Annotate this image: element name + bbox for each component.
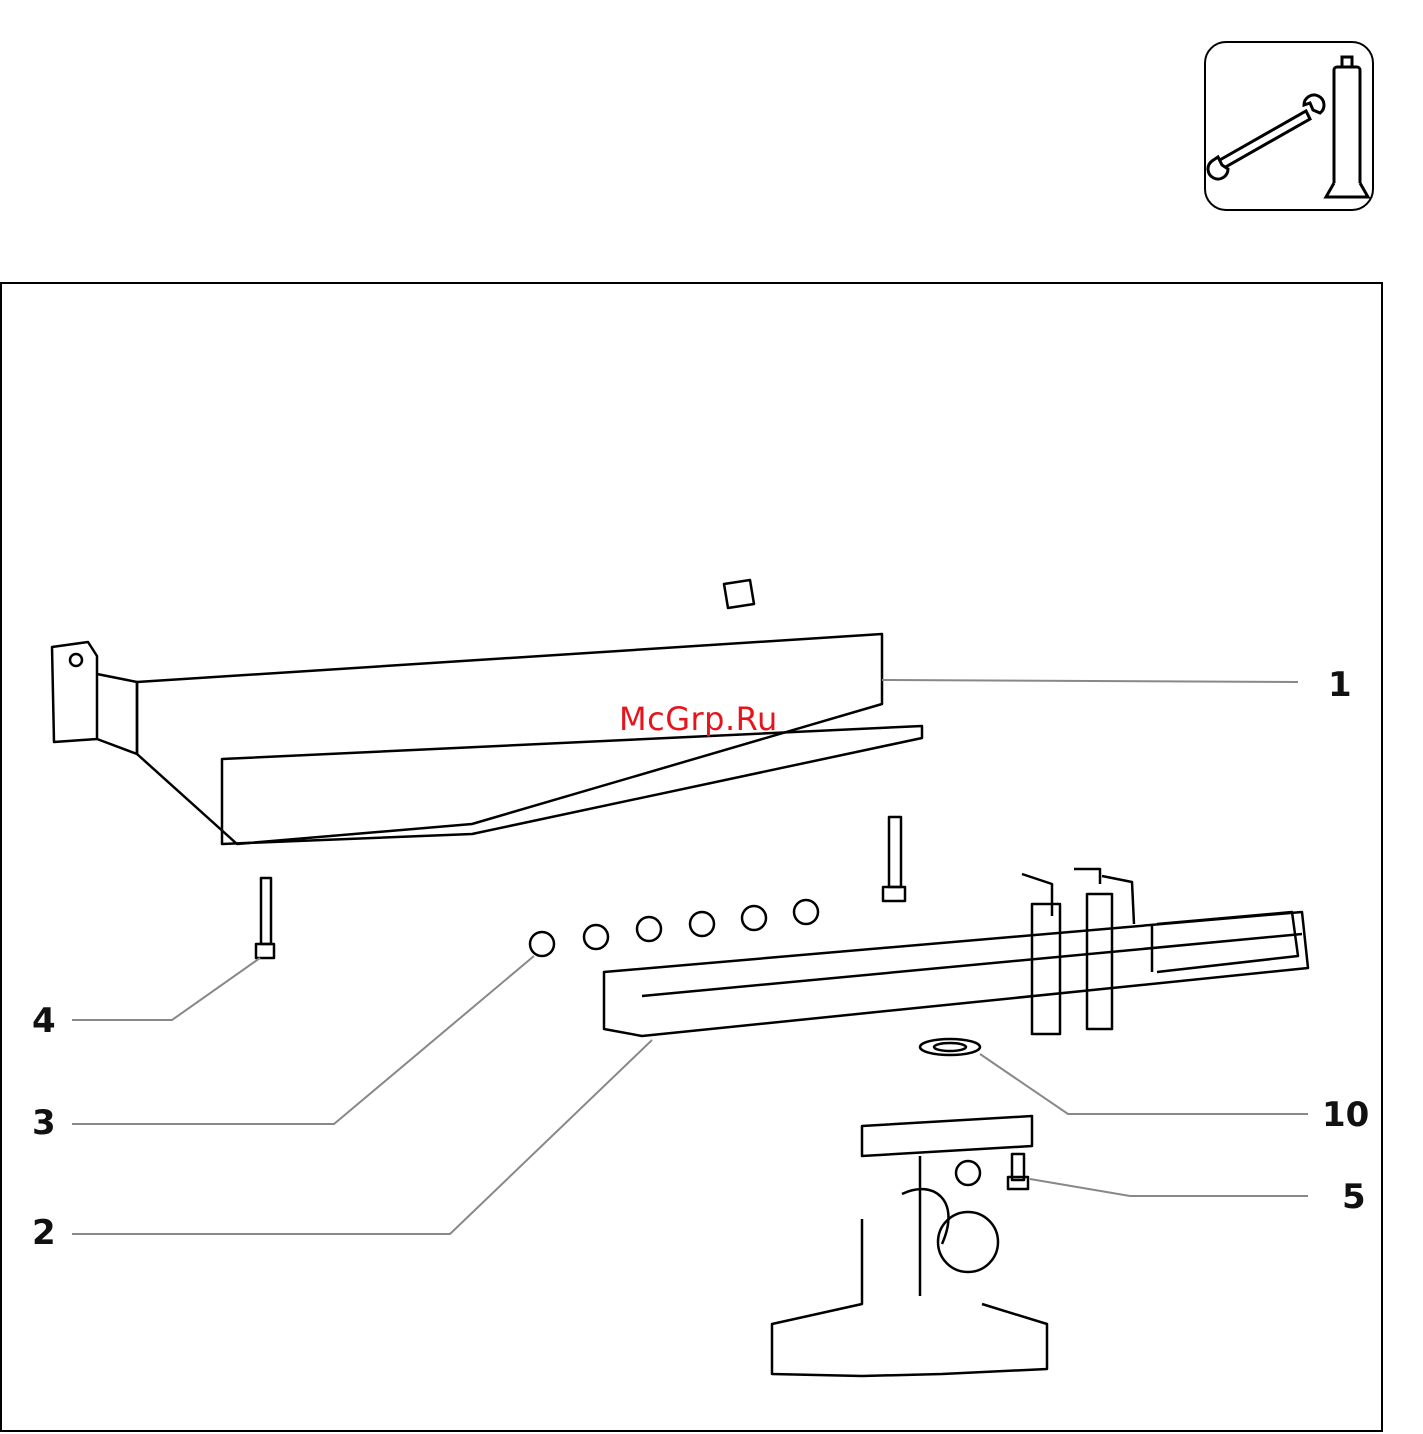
tool-icon-graphic bbox=[1206, 43, 1376, 213]
bracket-base bbox=[772, 1116, 1047, 1376]
screw-4 bbox=[256, 878, 274, 958]
leader-5 bbox=[1030, 1179, 1308, 1196]
channel-beam bbox=[604, 869, 1308, 1036]
diagram-frame: 1 4 3 2 10 5 McGrp.Ru bbox=[0, 282, 1383, 1432]
tool-icon-panel bbox=[1204, 41, 1374, 211]
rack-assembly bbox=[52, 580, 922, 844]
leader-1 bbox=[882, 680, 1298, 682]
callout-2: 2 bbox=[32, 1216, 56, 1250]
callout-5: 5 bbox=[1342, 1180, 1366, 1214]
screw-upper bbox=[883, 817, 905, 901]
callout-1: 1 bbox=[1328, 668, 1352, 702]
exploded-view-drawing bbox=[2, 284, 1385, 1434]
leader-2 bbox=[72, 1040, 652, 1234]
nuts-3 bbox=[530, 900, 818, 956]
callout-10: 10 bbox=[1322, 1098, 1369, 1132]
grease-cartridge-icon bbox=[1326, 57, 1368, 197]
leader-10 bbox=[980, 1054, 1308, 1114]
watermark: McGrp.Ru bbox=[619, 700, 778, 738]
callout-4: 4 bbox=[32, 1004, 56, 1038]
callout-3: 3 bbox=[32, 1106, 56, 1140]
wrench-icon bbox=[1208, 95, 1324, 179]
washer-10 bbox=[920, 1039, 980, 1055]
screw-5 bbox=[1008, 1154, 1028, 1189]
leader-3 bbox=[72, 956, 534, 1124]
leader-4 bbox=[72, 958, 260, 1020]
